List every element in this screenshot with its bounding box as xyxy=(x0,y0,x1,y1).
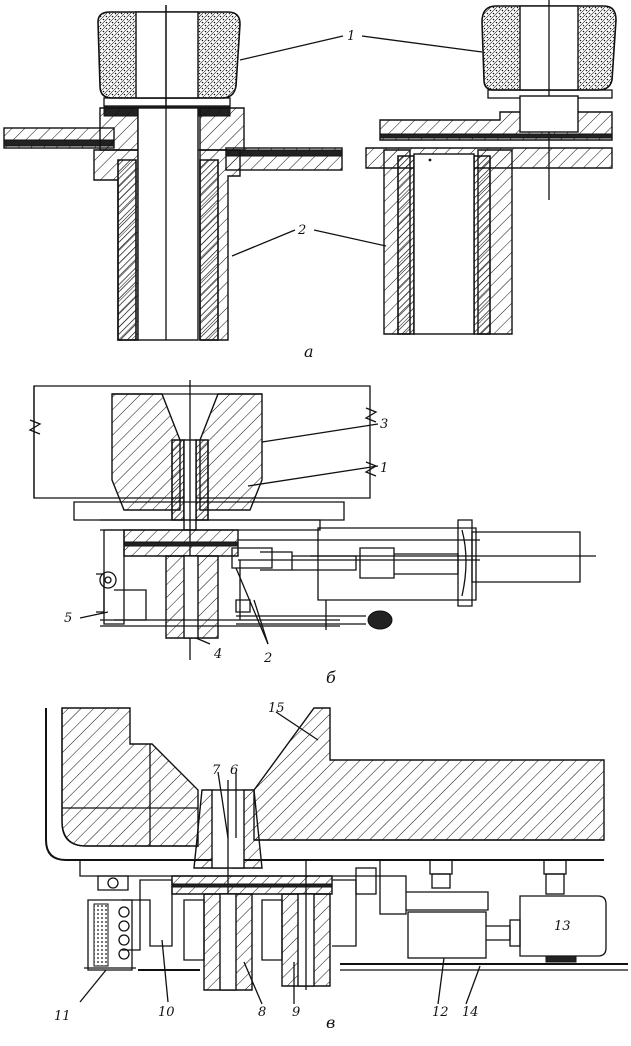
label-c-15: 15 xyxy=(268,701,285,716)
label-b-2: 2 xyxy=(263,651,272,666)
caption-c: в xyxy=(326,1013,335,1032)
label-b-4: 4 xyxy=(213,647,222,662)
label-c-9: 9 xyxy=(292,1005,300,1020)
label-c-7: 7 xyxy=(212,763,221,778)
label-b-5: 5 xyxy=(64,611,72,626)
label-b-1: 1 xyxy=(380,461,388,476)
label-c-10: 10 xyxy=(158,1005,175,1020)
label-c-14: 14 xyxy=(462,1005,479,1020)
label-c-12: 12 xyxy=(432,1005,449,1020)
label-c-6: 6 xyxy=(230,763,238,778)
caption-a: а xyxy=(304,342,314,361)
panel-c: 15 7 6 11 10 8 9 12 14 13 в xyxy=(45,701,628,1032)
label-c-13: 13 xyxy=(554,919,571,934)
panel-a: 1 1 2 2 а xyxy=(3,0,617,361)
label-a-1-left: 1 xyxy=(347,29,355,44)
caption-b: б xyxy=(326,668,336,687)
label-b-3: 3 xyxy=(380,417,388,432)
panel-a-right-assembly xyxy=(365,0,617,335)
panel-a-left-assembly xyxy=(3,5,343,341)
label-c-11: 11 xyxy=(54,1009,71,1024)
label-a-2-left: 2 xyxy=(297,223,306,238)
panel-b: 3 1 5 4 2 б xyxy=(28,380,596,687)
label-c-8: 8 xyxy=(258,1005,266,1020)
